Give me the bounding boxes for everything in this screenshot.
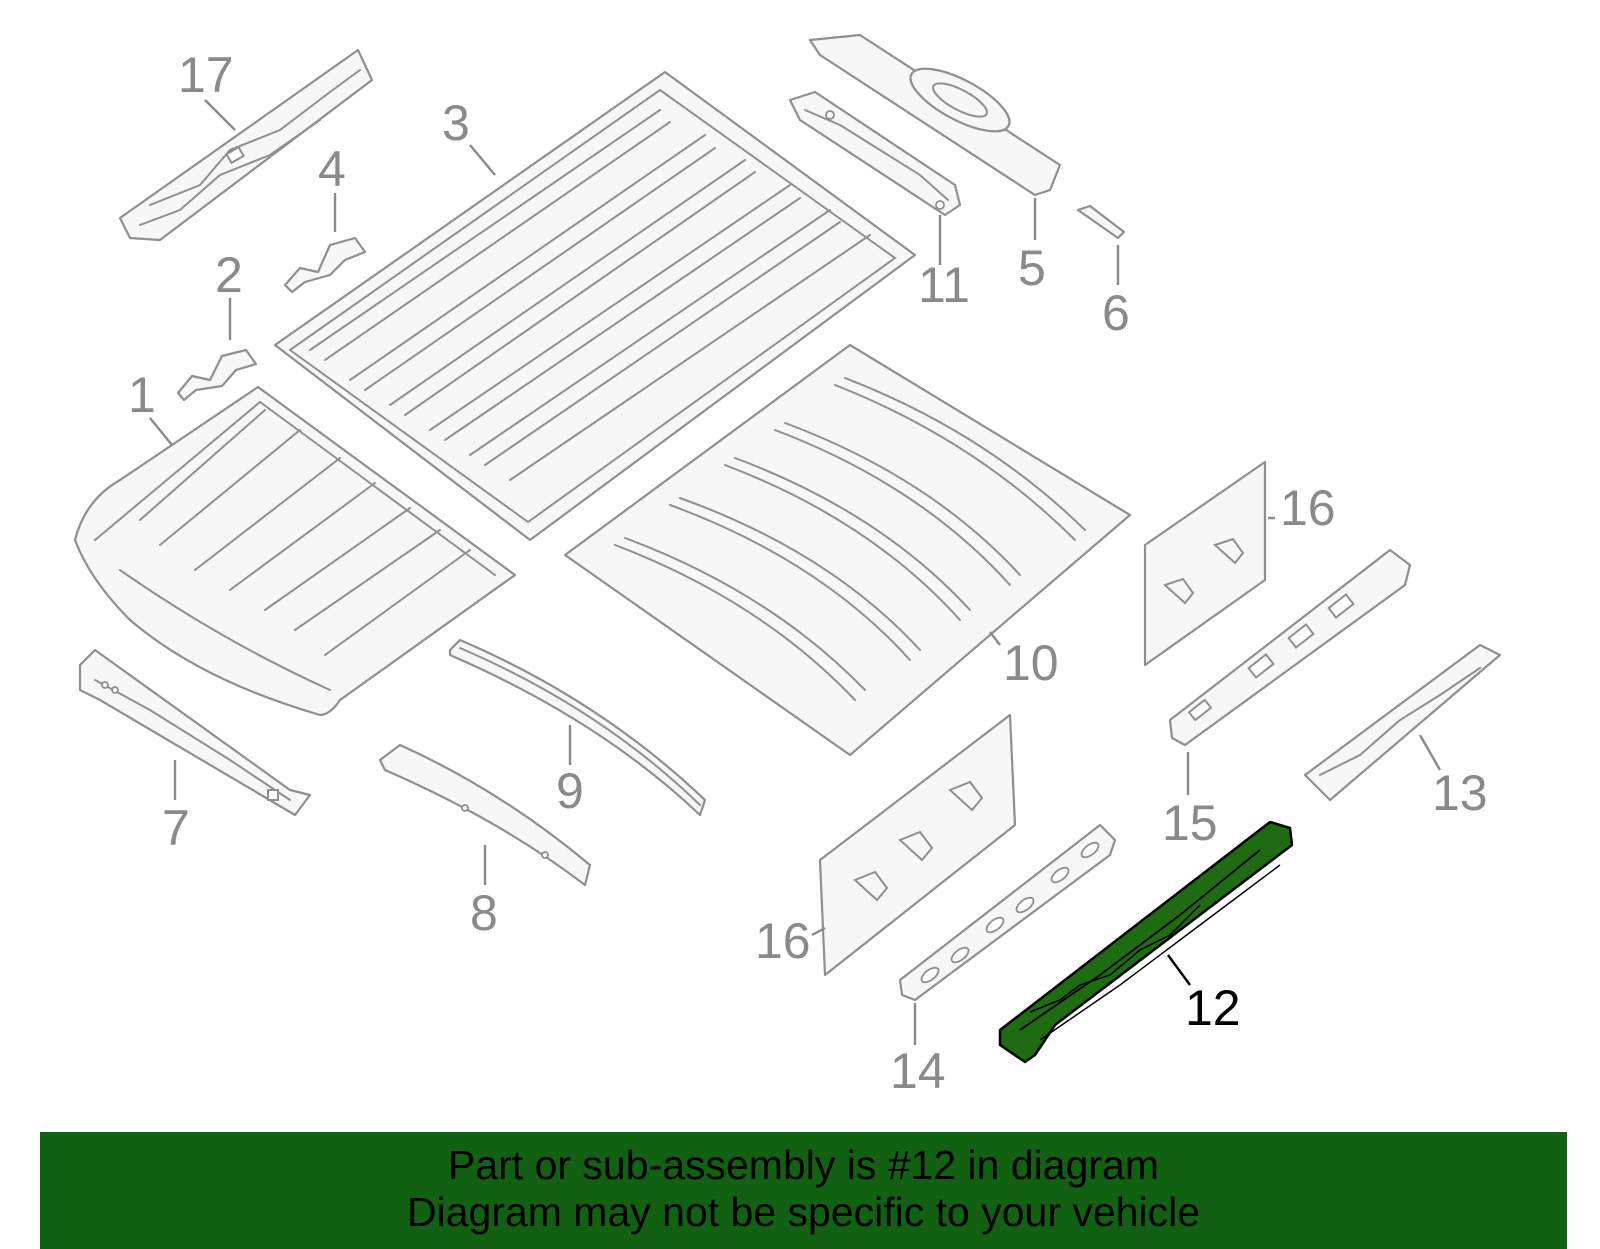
part-6 (1076, 204, 1126, 240)
callout-9: 9 (556, 763, 584, 819)
part-5 (808, 33, 1062, 197)
callout-11: 11 (918, 257, 970, 313)
callout-15: 15 (1162, 795, 1218, 851)
part-3 (273, 70, 917, 542)
banner-line-1: Part or sub-assembly is #12 in diagram (448, 1142, 1159, 1188)
part-4 (283, 236, 367, 294)
callout-17: 17 (178, 47, 234, 103)
callout-8: 8 (470, 885, 498, 941)
callouts: 17 4 2 3 1 11 5 6 7 9 8 10 16 15 13 16 1… (128, 47, 1488, 1099)
part-1 (73, 385, 517, 717)
part-11 (788, 90, 962, 217)
callout-16-upper: 16 (1280, 480, 1336, 536)
part-2 (176, 348, 258, 402)
part-9 (448, 638, 707, 817)
part-15 (1168, 548, 1412, 747)
leader-3 (469, 144, 496, 176)
leader-12 (1167, 954, 1191, 986)
info-banner: Part or sub-assembly is #12 in diagram D… (40, 1132, 1567, 1249)
leader-lines (149, 99, 1442, 1045)
callout-1: 1 (128, 367, 156, 423)
part-14 (898, 823, 1117, 1002)
callout-7: 7 (162, 800, 190, 856)
leader-10 (989, 631, 1001, 646)
callout-12: 12 (1185, 980, 1241, 1036)
part-10 (563, 343, 1132, 757)
callout-6: 6 (1102, 285, 1130, 341)
callout-5: 5 (1018, 240, 1046, 296)
callout-13: 13 (1432, 765, 1488, 821)
part-8 (378, 743, 592, 887)
part-17 (118, 48, 374, 242)
part-12-highlighted[interactable] (998, 820, 1294, 1064)
part-7 (78, 648, 312, 817)
callout-2: 2 (215, 247, 243, 303)
leader-17 (204, 99, 236, 131)
part-16-lower (818, 713, 1017, 977)
callout-3: 3 (442, 95, 470, 151)
part-13 (1303, 643, 1502, 802)
callout-10: 10 (1003, 635, 1059, 691)
banner-line-2: Diagram may not be specific to your vehi… (406, 1189, 1200, 1235)
callout-16-lower: 16 (755, 913, 811, 969)
leader-16b (811, 926, 826, 937)
part-16-upper (1143, 460, 1267, 667)
leader-1 (149, 417, 173, 446)
callout-4: 4 (318, 141, 346, 197)
leader-13 (1418, 734, 1442, 771)
callout-14: 14 (890, 1043, 946, 1099)
